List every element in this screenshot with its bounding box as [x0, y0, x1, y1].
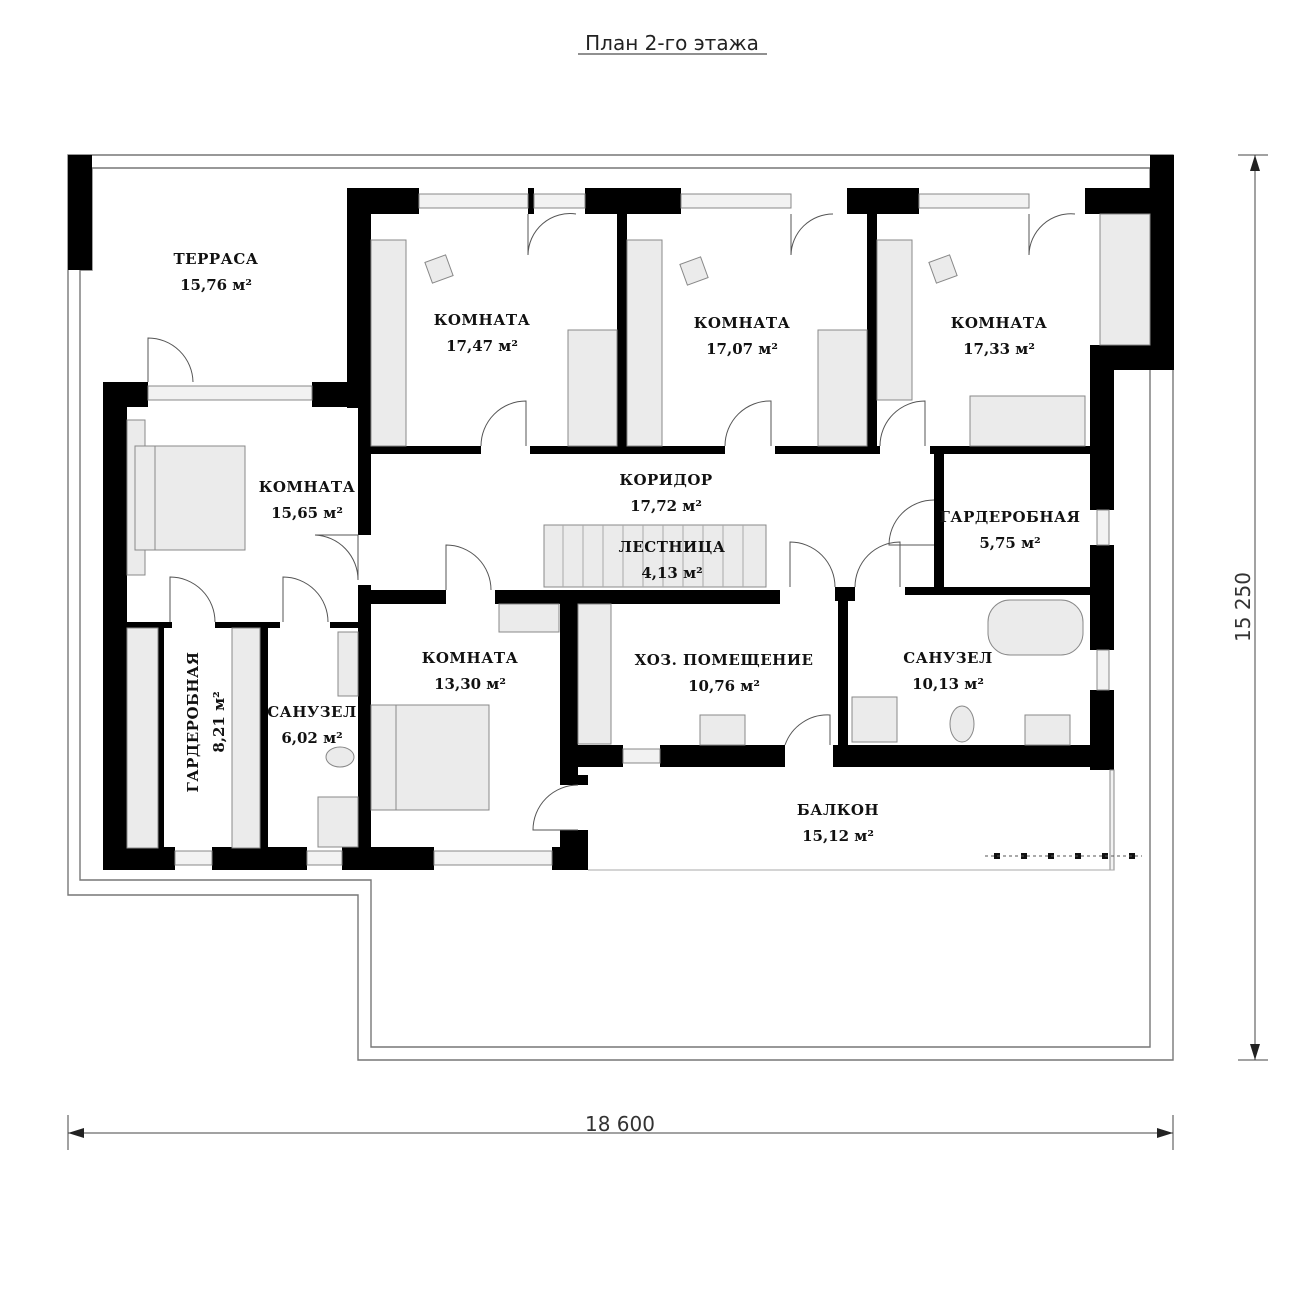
room3-area: 17,33 м² — [963, 340, 1035, 358]
balcony-name: БАЛКОН — [797, 801, 879, 819]
plan-title: План 2-го этажа — [585, 31, 759, 55]
furniture — [126, 213, 1151, 871]
utility-area: 10,76 м² — [688, 677, 760, 695]
room5-name: КОМНАТА — [422, 649, 519, 667]
width-label: 18 600 — [585, 1112, 655, 1136]
terrace-name: ТЕРРАСА — [173, 250, 258, 268]
stairs-name: ЛЕСТНИЦА — [619, 538, 726, 556]
corridor-name: КОРИДОР — [619, 471, 712, 489]
stairs-area: 4,13 м² — [641, 564, 702, 582]
room3-name: КОМНАТА — [951, 314, 1048, 332]
room5-area: 13,30 м² — [434, 675, 506, 693]
balcony-area: 15,12 м² — [802, 827, 874, 845]
bath1-name: САНУЗЕЛ — [267, 703, 357, 721]
room2-name: КОМНАТА — [694, 314, 791, 332]
walls — [68, 155, 1174, 870]
height-label: 15 250 — [1231, 572, 1255, 642]
room-labels: ТЕРРАСА 15,76 м² КОМНАТА 17,47 м² КОМНАТ… — [173, 250, 1081, 845]
bath2-area: 10,13 м² — [912, 675, 984, 693]
doors — [147, 213, 1076, 831]
room1-area: 17,47 м² — [446, 337, 518, 355]
bath1-area: 6,02 м² — [281, 729, 342, 747]
bath2-name: САНУЗЕЛ — [903, 649, 993, 667]
wardrobe2-area: 8,21 м² — [210, 691, 228, 752]
wardrobe1-name: ГАРДЕРОБНАЯ — [940, 508, 1081, 526]
corridor-area: 17,72 м² — [630, 497, 702, 515]
windows — [147, 193, 1115, 871]
room4-name: КОМНАТА — [259, 478, 356, 496]
utility-name: ХОЗ. ПОМЕЩЕНИЕ — [635, 651, 814, 669]
dimension-width: 18 600 — [67, 1112, 1174, 1150]
terrace-area: 15,76 м² — [180, 276, 252, 294]
wardrobe1-area: 5,75 м² — [979, 534, 1040, 552]
dimension-height: 15 250 — [1231, 154, 1268, 1061]
room1-name: КОМНАТА — [434, 311, 531, 329]
room4-area: 15,65 м² — [271, 504, 343, 522]
room2-area: 17,07 м² — [706, 340, 778, 358]
wardrobe2-name: ГАРДЕРОБНАЯ — [184, 652, 202, 793]
